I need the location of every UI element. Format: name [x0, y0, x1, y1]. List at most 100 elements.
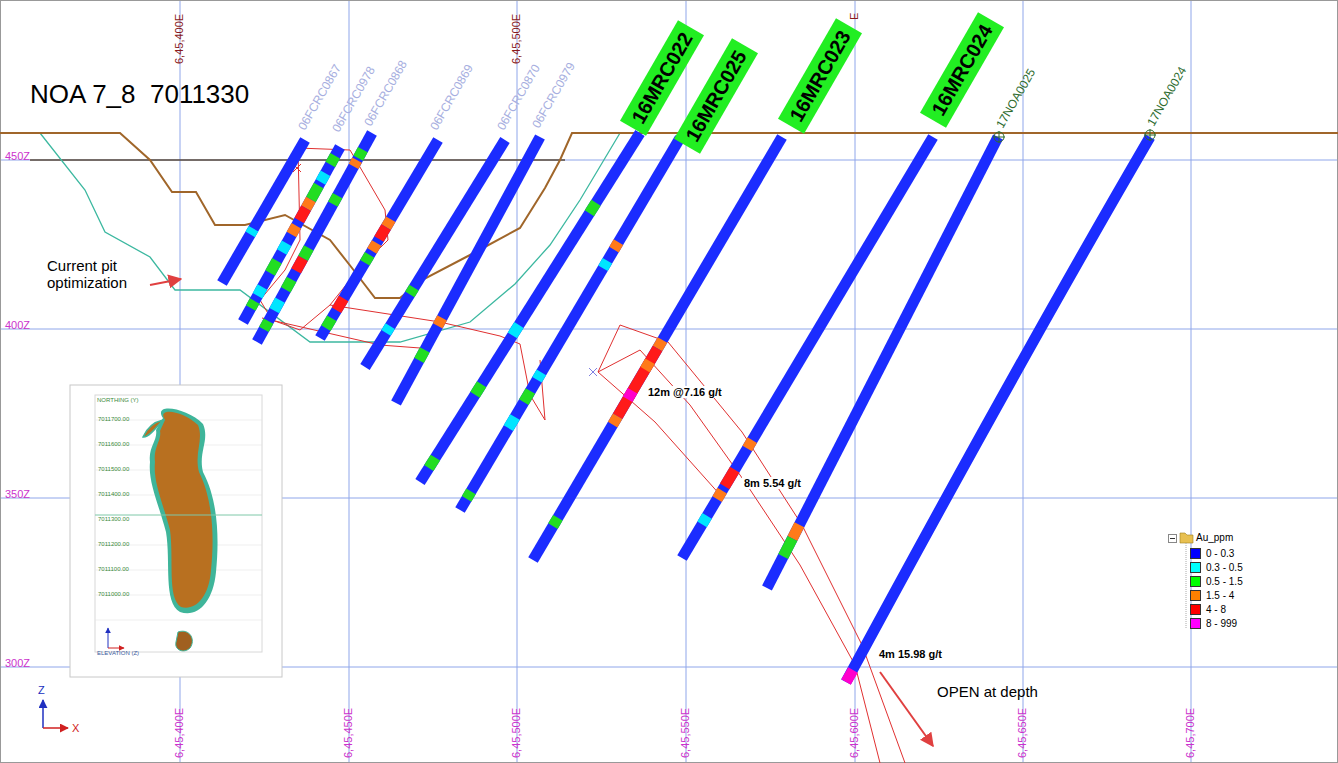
legend-row: 1.5 - 4 — [1190, 589, 1234, 602]
assay-interval — [725, 470, 735, 487]
easting-label: 6,45,500E — [510, 708, 522, 758]
easting-label: 6,45,500E — [510, 14, 522, 64]
intercept-label: 4m 15.98 g/t — [877, 648, 944, 660]
assay-interval — [512, 325, 519, 335]
assay-interval — [747, 440, 752, 448]
assay-interval — [282, 243, 287, 252]
callout-note: Current pit optimization — [47, 258, 172, 291]
leader-arrow — [150, 279, 181, 285]
hole-tag-text: 16MRC025 — [681, 47, 751, 146]
inset-tick-label: 7011100.00 — [98, 566, 129, 573]
inset-grid-line — [95, 620, 262, 621]
assay-interval — [589, 203, 596, 213]
assay-interval — [358, 150, 363, 158]
assay-interval — [717, 491, 722, 499]
legend-text: 1.5 - 4 — [1206, 590, 1234, 601]
inset-axis — [108, 648, 124, 649]
assay-interval — [286, 279, 292, 289]
tree-line — [1186, 543, 1187, 629]
easting-label: 6,45,600E — [848, 708, 860, 758]
inset-axis — [108, 628, 109, 648]
hole-tag-text: 16MRC024 — [927, 21, 997, 120]
legend-row: 0.5 - 1.5 — [1190, 575, 1243, 588]
assay-interval — [333, 196, 338, 204]
legend-swatch — [1190, 604, 1201, 615]
hole-name: 17NOA0025 — [994, 67, 1038, 131]
easting-label: 6,45,450E — [342, 708, 354, 758]
elevation-label: 450Z — [5, 150, 30, 162]
assay-interval — [250, 229, 253, 235]
inset-tick-label: 7011700.00 — [98, 416, 129, 423]
elevation-label: 400Z — [5, 319, 30, 331]
drill-hole — [396, 137, 540, 403]
legend-swatch — [1190, 618, 1201, 629]
collar-symbol — [1144, 129, 1156, 141]
easting-label: E — [848, 13, 860, 20]
assay-interval — [792, 525, 799, 539]
assay-interval — [613, 416, 618, 424]
assay-interval — [628, 391, 633, 399]
assay-interval — [419, 350, 425, 361]
legend-row: 8 - 999 — [1190, 617, 1237, 630]
assay-interval — [299, 208, 306, 220]
collar-symbol — [1145, 130, 1155, 140]
grid-line — [855, 0, 856, 763]
easting-label: 6,45,550E — [679, 708, 691, 758]
z-axis-arrow — [42, 700, 44, 728]
pit-shell-outline — [150, 409, 218, 614]
assay-interval — [303, 248, 309, 258]
assay-interval — [306, 200, 311, 209]
assay-interval — [354, 160, 357, 166]
grid-line — [1191, 0, 1192, 763]
legend-text: 0 - 0.3 — [1206, 548, 1234, 559]
drill-hole — [533, 137, 782, 560]
legend-title: Au_ppm — [1196, 532, 1233, 543]
assay-interval — [258, 287, 263, 296]
assay-interval — [537, 372, 541, 379]
axis-letter: Z — [38, 684, 45, 696]
inset-tick-label: 7011400.00 — [98, 491, 129, 498]
legend-row: 0.3 - 0.5 — [1190, 561, 1243, 574]
assay-interval — [783, 538, 792, 556]
callout-note: OPEN at depth — [937, 684, 1038, 701]
assay-interval — [614, 242, 618, 249]
inset-tick-label: 7011600.00 — [98, 441, 129, 448]
legend-text: 8 - 999 — [1206, 618, 1237, 629]
assay-interval — [618, 349, 658, 417]
assay-interval — [365, 255, 370, 263]
legend-text: 0.3 - 0.5 — [1206, 562, 1243, 573]
drill-hole — [320, 140, 438, 338]
assay-interval — [379, 227, 386, 239]
easting-label: 6,45,700E — [1184, 708, 1196, 758]
hole-name: 06FCRC0869 — [428, 62, 476, 132]
ore-outline — [598, 325, 880, 763]
inset-tick-label: 7011000.00 — [98, 591, 129, 598]
hole-tag: 16MRC024 — [920, 12, 1004, 127]
drill-hole — [846, 137, 1150, 682]
cross-marker — [589, 368, 597, 376]
drill-holes — [222, 133, 1150, 682]
hole-name: 17NOA0024 — [1145, 65, 1189, 129]
assay-interval — [475, 384, 482, 394]
inset-frame — [70, 385, 282, 677]
assay-interval — [410, 288, 414, 295]
collar-symbol — [993, 131, 1005, 143]
pit-shell — [143, 420, 163, 437]
leader-arrow — [880, 672, 933, 746]
legend-row: 4 - 8 — [1190, 603, 1226, 616]
elevation-label: 300Z — [5, 657, 30, 669]
drill-hole — [257, 133, 372, 342]
ore-outlines — [260, 148, 905, 763]
intercept-label: 12m @7.16 g/t — [646, 386, 724, 398]
assay-interval — [846, 670, 853, 682]
grid-line — [1023, 0, 1024, 763]
assay-interval — [645, 361, 650, 369]
assay-interval — [274, 300, 280, 310]
drill-hole — [460, 138, 680, 510]
assay-interval — [658, 340, 663, 348]
inset-tick-label: 7011200.00 — [98, 541, 129, 548]
legend-text: 4 - 8 — [1206, 604, 1226, 615]
inset-axis-title: NORTHING (Y) — [97, 397, 139, 404]
